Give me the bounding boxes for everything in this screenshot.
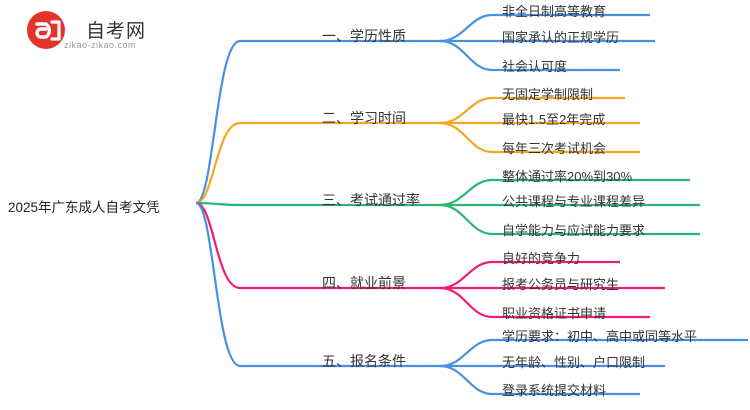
leaf-node-4-1[interactable]: 良好的竞争力 [502, 251, 581, 266]
root-node-label: 2025年广东成人自考文凭 [8, 200, 160, 215]
connector-1-3 [439, 39, 493, 72]
leaf-node-2-1[interactable]: 无固定学制限制 [502, 87, 594, 102]
leaf-node-1-2[interactable]: 国家承认的正规学历 [502, 30, 620, 45]
leaf-node-4-3[interactable]: 职业资格证书申请 [502, 306, 607, 321]
connector-4-1 [439, 260, 493, 290]
branch-node-4[interactable]: 四、就业前景 [322, 275, 406, 291]
connector-1-1 [439, 13, 493, 43]
connector-root-spine [195, 39, 241, 205]
branch-node-3[interactable]: 三、考试通过率 [322, 192, 420, 208]
connector-root-spine-2 [195, 121, 241, 205]
logo-icon [27, 11, 65, 49]
logo-title: 自考网 [86, 21, 147, 42]
connector-5-1 [439, 338, 493, 368]
leaf-node-3-2[interactable]: 公共课程与专业课程差异 [502, 194, 646, 209]
leaf-node-2-2[interactable]: 最快1.5至2年完成 [502, 112, 606, 127]
connector-3-3 [439, 203, 493, 236]
connector-root-spine-5 [195, 201, 241, 368]
leaf-node-4-2[interactable]: 报考公务员与研究生 [502, 277, 620, 292]
connector-4-3 [439, 286, 493, 319]
connector-2-3 [439, 121, 493, 154]
logo-subtitle: zikao-zikao.com [64, 40, 137, 50]
leaf-node-2-3[interactable]: 每年三次考试机会 [502, 141, 607, 156]
connector-5-3 [439, 364, 493, 396]
connector-3-1 [439, 178, 493, 207]
leaf-node-3-3[interactable]: 自学能力与应试能力要求 [502, 223, 646, 238]
branch-node-5[interactable]: 五、报名条件 [322, 353, 406, 369]
leaf-node-1-3[interactable]: 社会认可度 [502, 59, 568, 74]
leaf-node-5-1[interactable]: 学历要求：初中、高中或同等水平 [502, 329, 698, 344]
branch-node-2[interactable]: 二、学习时间 [322, 110, 406, 126]
connector-root-spine-4 [195, 201, 241, 290]
site-logo: 自考网 zikao-zikao.com [24, 8, 174, 56]
connector-root-spine-3 [195, 201, 241, 207]
branch-node-1[interactable]: 一、学历性质 [322, 28, 406, 44]
leaf-node-5-3[interactable]: 登录系统提交材料 [502, 383, 607, 398]
connector-2-1 [439, 96, 493, 125]
leaf-node-3-1[interactable]: 整体通过率20%到30% [502, 169, 633, 184]
leaf-node-1-1[interactable]: 非全日制高等教育 [502, 4, 607, 19]
leaf-node-5-2[interactable]: 无年龄、性别、户口限制 [502, 355, 646, 370]
